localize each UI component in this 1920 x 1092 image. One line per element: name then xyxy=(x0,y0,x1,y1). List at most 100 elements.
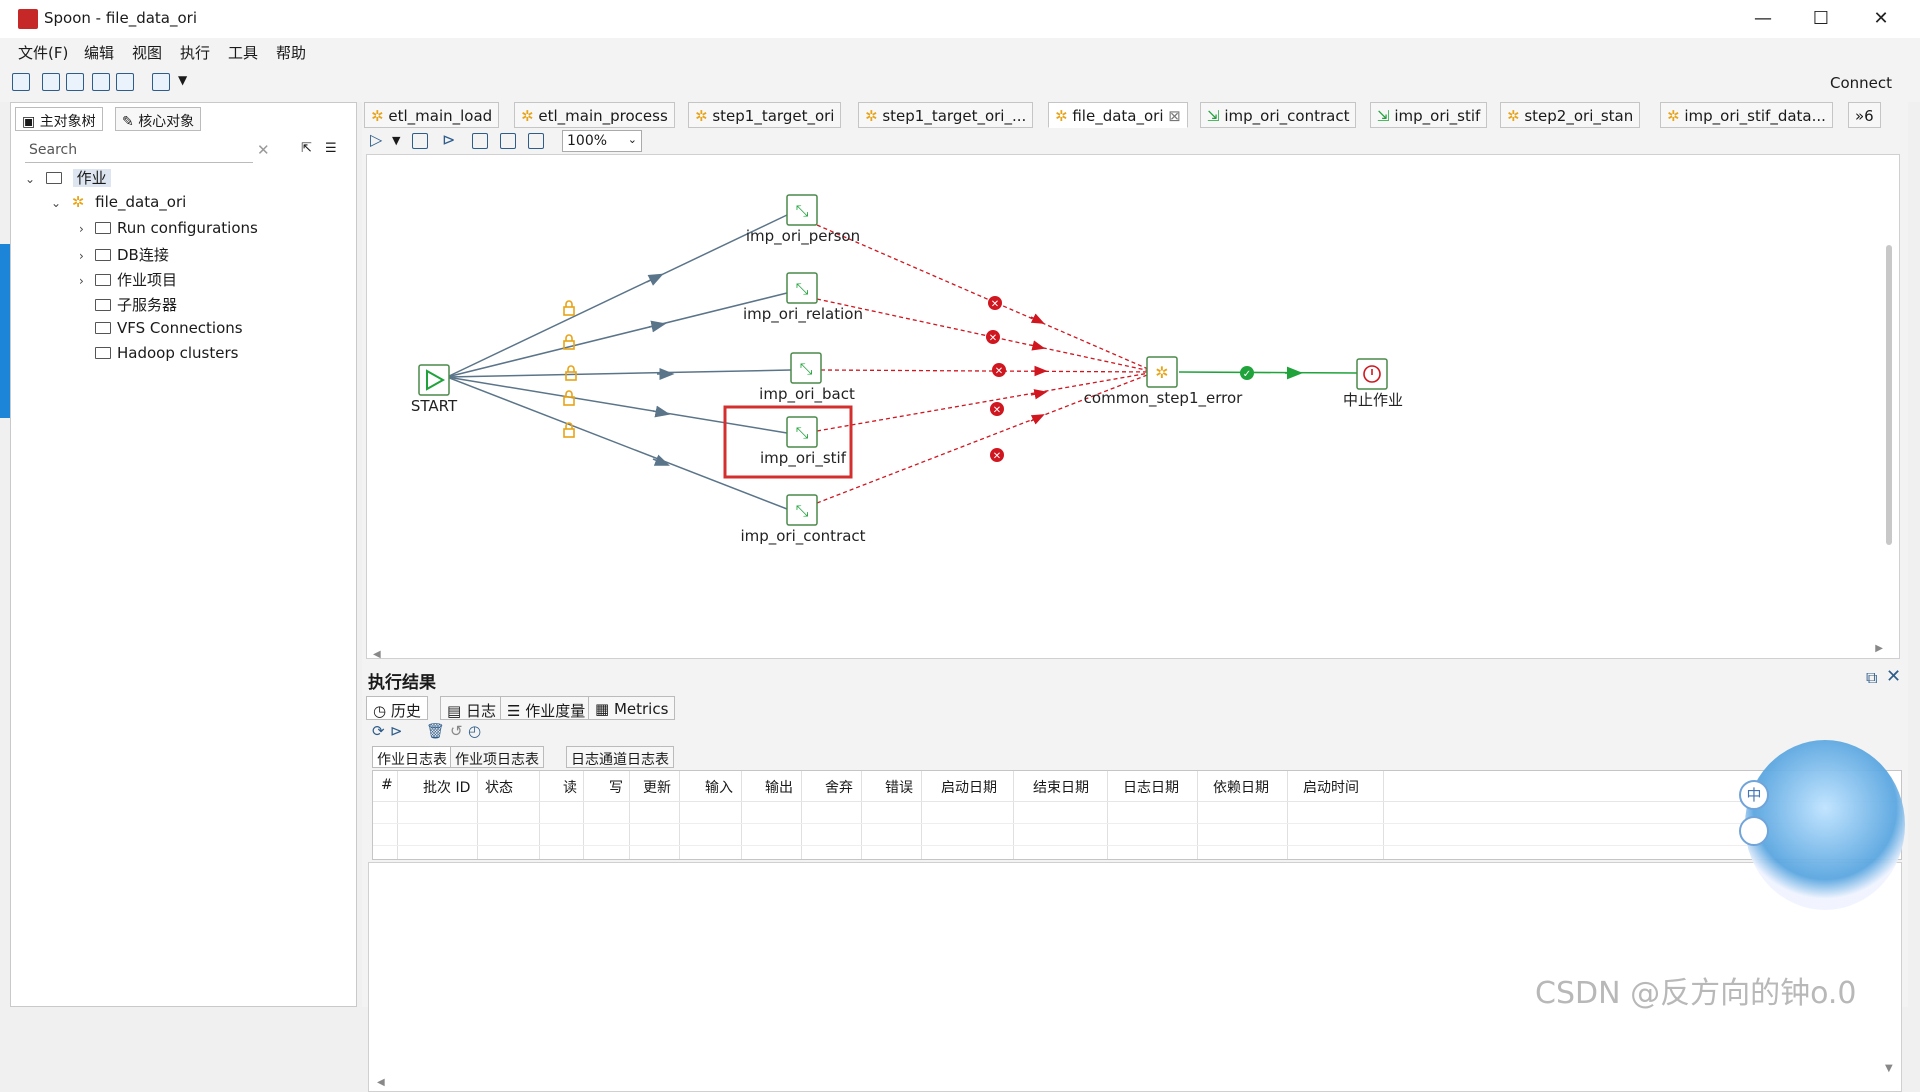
node-imp-ori-stif[interactable]: ⤡ imp_ori_stif xyxy=(760,416,847,468)
tab-imp-ori-stif-data[interactable]: ✲ imp_ori_stif_data... xyxy=(1660,102,1833,128)
tree-item-slave-servers[interactable]: 子服务器 xyxy=(79,294,177,318)
scroll-left-icon[interactable]: ◀ xyxy=(377,1077,385,1088)
col-end-date[interactable]: 结束日期 xyxy=(1033,780,1089,796)
expand-all-icon[interactable]: ☰ xyxy=(325,141,337,156)
clear-search-icon[interactable]: ✕ xyxy=(257,141,270,159)
tree-root-jobs[interactable]: ⌄ 作业 xyxy=(25,167,111,191)
scroll-right-icon[interactable]: ▶ xyxy=(1875,643,1883,654)
tab-metrics[interactable]: ▦ Metrics xyxy=(588,696,676,720)
menu-file[interactable]: 文件(F) xyxy=(18,44,69,62)
col-output[interactable]: 输出 xyxy=(765,780,793,796)
col-input[interactable]: 输入 xyxy=(705,780,733,796)
tree-item-vfs-connections[interactable]: VFS Connections xyxy=(79,319,243,343)
col-start-date[interactable]: 启动日期 xyxy=(941,780,997,796)
tab-etl-main-process[interactable]: ✲ etl_main_process xyxy=(514,102,675,128)
tree-item-hadoop-clusters[interactable]: Hadoop clusters xyxy=(79,344,238,368)
tab-etl-main-load[interactable]: ✲ etl_main_load xyxy=(364,102,500,128)
job-graph[interactable]: ✕ ✕ ✕ ✕ xyxy=(367,155,1901,660)
hop-start-relation[interactable] xyxy=(446,292,788,378)
tab-main-tree[interactable]: ▣ 主对象树 xyxy=(15,107,103,131)
tab-log[interactable]: ▤ 日志 xyxy=(440,696,503,720)
layers-icon[interactable] xyxy=(152,73,170,91)
close-panel-icon[interactable]: ✕ xyxy=(1886,666,1902,687)
layers-dropdown-icon[interactable]: ▼ xyxy=(178,73,188,87)
col-update[interactable]: 更新 xyxy=(643,780,671,796)
node-common-step1-error[interactable]: ✲ common_step1_error xyxy=(1084,356,1243,408)
menu-tools[interactable]: 工具 xyxy=(228,44,259,62)
node-imp-ori-bact[interactable]: ⤡ imp_ori_bact xyxy=(759,352,855,404)
col-depend-date[interactable]: 依赖日期 xyxy=(1213,780,1269,796)
chevron-right-icon[interactable]: › xyxy=(79,274,84,288)
job-log-table[interactable]: # 批次 ID 状态 读 写 更新 输入 输出 舍弃 错误 启动日期 结束日期 … xyxy=(372,770,1902,860)
scroll-left-icon[interactable]: ◀ xyxy=(373,649,381,660)
hop-start-bact[interactable] xyxy=(446,368,792,380)
replay-icon[interactable]: ⊳ xyxy=(442,130,456,149)
col-start-time[interactable]: 启动时间 xyxy=(1303,780,1359,796)
chevron-right-icon[interactable]: › xyxy=(79,222,84,236)
run-dropdown-icon[interactable]: ▼ xyxy=(392,134,401,147)
tab-step1-target-ori-2[interactable]: ✲ step1_target_ori_... xyxy=(858,102,1034,128)
zoom-select[interactable]: 100% ⌄ xyxy=(562,130,642,152)
minimize-button[interactable]: — xyxy=(1754,8,1772,29)
subtab-channel-log-table[interactable]: 日志通道日志表 xyxy=(566,746,674,768)
tree-item-job[interactable]: ⌄ ✲ file_data_ori xyxy=(51,193,187,211)
stop-icon[interactable] xyxy=(412,133,428,149)
new-file-icon[interactable] xyxy=(12,73,30,91)
tab-core-objects[interactable]: ✎ 核心对象 xyxy=(115,107,202,131)
subtab-job-entry-log-table[interactable]: 作业项日志表 xyxy=(450,746,544,768)
tab-imp-ori-stif[interactable]: ⇲ imp_ori_stif xyxy=(1370,102,1488,128)
mascot-avatar[interactable]: 中 xyxy=(1739,740,1905,910)
maximize-panel-icon[interactable]: ⧉ xyxy=(1866,668,1878,687)
save-as-icon[interactable] xyxy=(116,73,134,91)
hop-error-abort[interactable]: ✓ xyxy=(1178,366,1358,380)
job-canvas[interactable]: ✕ ✕ ✕ ✕ xyxy=(366,154,1901,660)
menu-run[interactable]: 执行 xyxy=(180,44,211,62)
hop-bact-error[interactable]: ✕ xyxy=(820,363,1156,377)
open-file-icon[interactable] xyxy=(42,73,60,91)
impact-analysis-icon[interactable] xyxy=(500,133,516,149)
maximize-button[interactable]: ☐ xyxy=(1812,8,1830,29)
tree-item-run-configurations[interactable]: ›Run configurations xyxy=(79,219,258,237)
collapse-all-icon[interactable]: ⇱ xyxy=(301,141,312,156)
col-status[interactable]: 状态 xyxy=(485,780,513,796)
chevron-right-icon[interactable]: › xyxy=(79,249,84,263)
undo-icon[interactable]: ↺ xyxy=(450,722,463,740)
col-index[interactable]: # xyxy=(381,777,393,793)
history-icon[interactable]: ◴ xyxy=(468,722,482,740)
col-errors[interactable]: 错误 xyxy=(885,780,913,796)
sql-icon[interactable] xyxy=(528,133,544,149)
tab-history[interactable]: ◷ 历史 xyxy=(366,696,428,720)
tab-file-data-ori[interactable]: ✲ file_data_ori ⊠ xyxy=(1048,102,1188,128)
ime-settings-icon[interactable] xyxy=(1739,816,1769,846)
close-button[interactable]: ✕ xyxy=(1873,8,1889,29)
hop-relation-error[interactable]: ✕ xyxy=(816,298,1156,373)
verify-icon[interactable] xyxy=(472,133,488,149)
run-icon[interactable]: ▷ xyxy=(370,130,383,149)
menu-view[interactable]: 视图 xyxy=(132,44,163,62)
trash-icon[interactable]: 🗑 xyxy=(426,722,446,740)
tree-item-job-entries[interactable]: ›作业项目 xyxy=(79,271,178,289)
subtab-job-log-table[interactable]: 作业日志表 xyxy=(372,746,452,768)
node-imp-ori-contract[interactable]: ⤡ imp_ori_contract xyxy=(740,494,866,546)
horizontal-scrollbar[interactable]: ◀ ▶ xyxy=(373,643,1883,660)
close-tab-icon[interactable]: ⊠ xyxy=(1168,107,1181,125)
chevron-down-icon[interactable]: ⌄ xyxy=(25,172,36,186)
hop-start-contract[interactable] xyxy=(446,376,788,510)
hop-start-stif[interactable] xyxy=(446,376,788,434)
vertical-scrollbar[interactable] xyxy=(1886,245,1892,545)
menu-edit[interactable]: 编辑 xyxy=(84,44,115,62)
node-imp-ori-relation[interactable]: ⤡ imp_ori_relation xyxy=(743,272,863,324)
tab-imp-ori-contract[interactable]: ⇲ imp_ori_contract xyxy=(1200,102,1357,128)
refresh-icon[interactable]: ⟳ xyxy=(372,722,385,740)
tree-item-db-connections[interactable]: ›DB连接 xyxy=(79,246,169,264)
hop-contract-error[interactable]: ✕ xyxy=(816,371,1156,504)
ime-badge[interactable]: 中 xyxy=(1739,780,1769,810)
search-input[interactable]: Search xyxy=(25,139,253,163)
tab-step2-ori-stan[interactable]: ✲ step2_ori_stan xyxy=(1500,102,1641,128)
hop-person-error[interactable]: ✕ xyxy=(816,224,1156,373)
menu-help[interactable]: 帮助 xyxy=(276,44,307,62)
node-imp-ori-person[interactable]: ⤡ imp_ori_person xyxy=(746,194,860,246)
chevron-down-icon[interactable]: ⌄ xyxy=(51,196,62,210)
explore-repository-icon[interactable] xyxy=(66,73,84,91)
col-batch-id[interactable]: 批次 ID xyxy=(423,780,471,796)
